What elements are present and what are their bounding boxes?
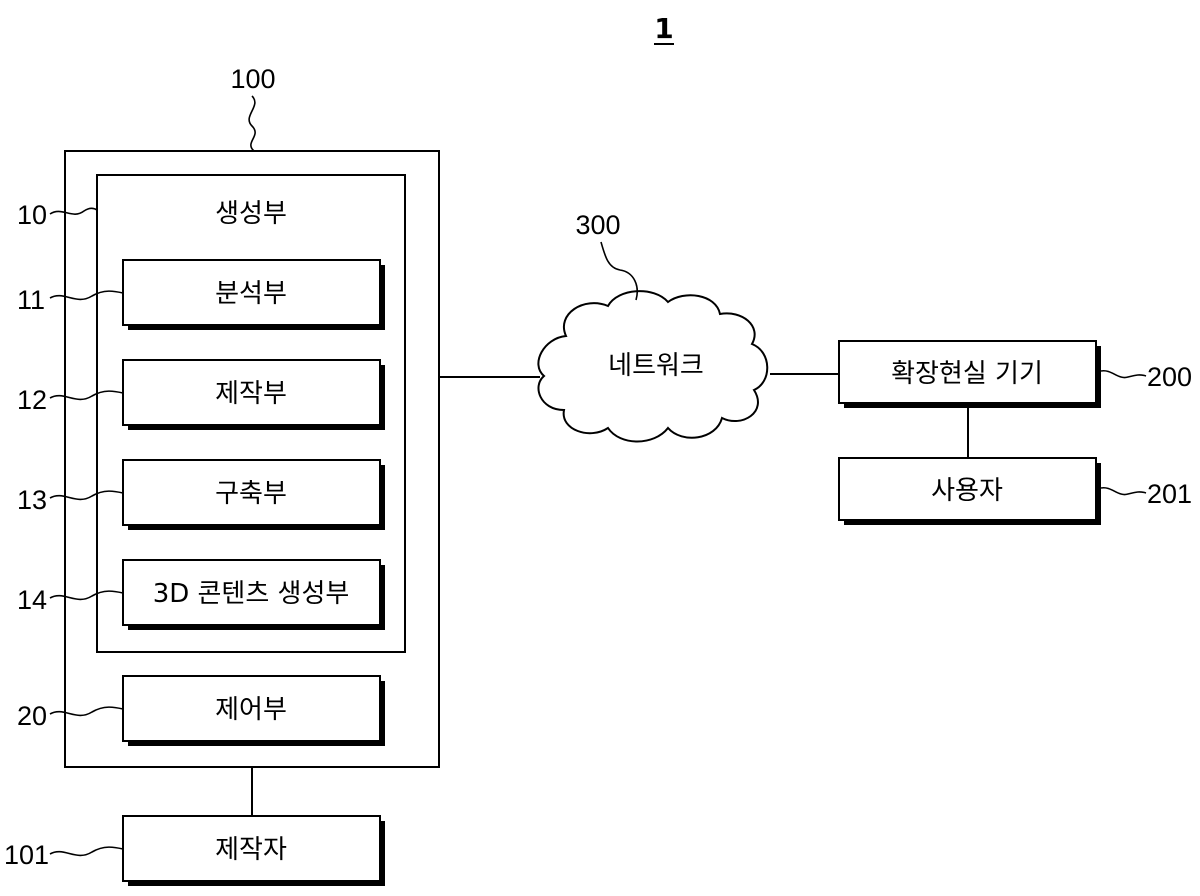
producer-leader — [50, 847, 123, 855]
generator-ref: 10 — [17, 200, 47, 230]
content-generation-module-ref: 14 — [17, 585, 47, 615]
controller-ref: 20 — [17, 701, 47, 731]
user-leader — [1101, 488, 1146, 495]
server-ref-leader — [249, 96, 255, 151]
network-label: 네트워크 — [608, 351, 704, 381]
generator-label: 생성부 — [215, 199, 287, 229]
user-ref: 201 — [1147, 479, 1192, 509]
ar-device-ref: 200 — [1147, 362, 1192, 392]
ar-device-label: 확장현실 기기 — [891, 359, 1043, 389]
user-label: 사용자 — [931, 476, 1003, 506]
producer-ref: 101 — [4, 840, 49, 870]
network-ref: 300 — [575, 210, 620, 240]
analysis-module-ref: 11 — [17, 285, 45, 315]
producer-label: 제작자 — [215, 835, 287, 865]
content-generation-module-label: 3D 콘텐츠 생성부 — [153, 579, 350, 609]
server-ref: 100 — [230, 64, 275, 94]
figure-number: 1 — [654, 12, 673, 45]
ar-device-leader — [1101, 371, 1146, 378]
production-module-label: 제작부 — [215, 379, 287, 409]
construction-module-ref: 13 — [17, 485, 47, 515]
controller-label: 제어부 — [215, 695, 287, 725]
analysis-module-label: 분석부 — [215, 279, 287, 309]
production-module-ref: 12 — [17, 385, 47, 415]
construction-module-label: 구축부 — [215, 479, 287, 509]
